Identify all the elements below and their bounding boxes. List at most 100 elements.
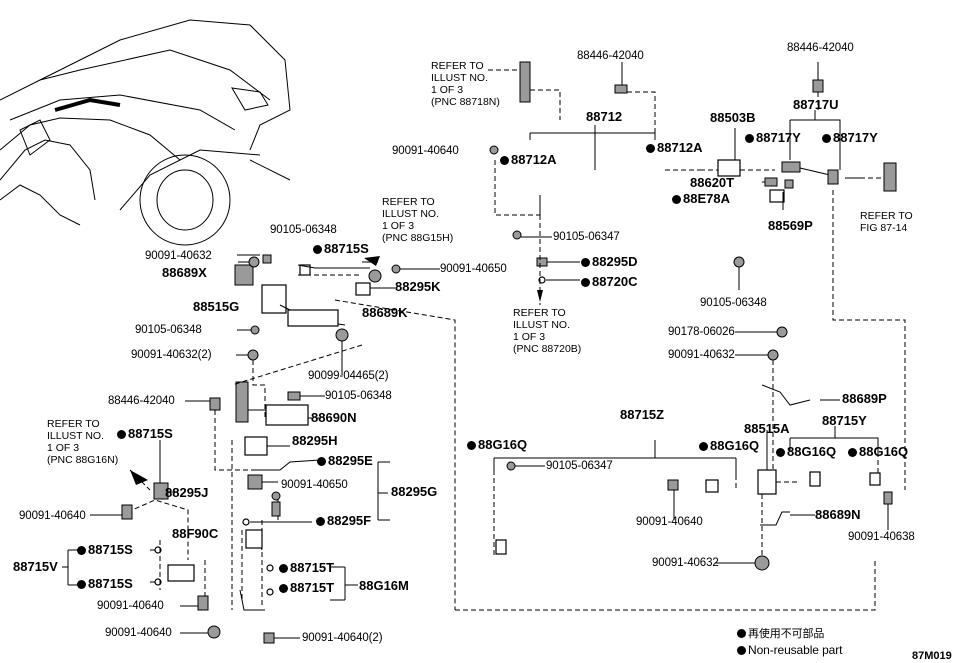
label-88295j: 88295J (165, 485, 209, 500)
label-text: 88715S (128, 426, 173, 441)
label-88689x: 88689X (162, 265, 207, 280)
label-90091-40640-d: 90091-40640 (636, 516, 703, 528)
label-text: 88295F (327, 513, 372, 528)
label-88295e: 88295E (317, 453, 373, 468)
non-reusable-dot (745, 134, 754, 143)
label-88515g: 88515G (193, 299, 240, 314)
label-text: 88715T (290, 560, 335, 575)
label-88712: 88712 (586, 109, 623, 124)
label-90091-40650-b: 90091-40650 (281, 479, 348, 491)
non-reusable-dot (737, 629, 746, 638)
label-88f90c: 88F90C (172, 526, 219, 541)
label-88503b: 88503B (710, 110, 756, 125)
label-88g16q-b: 88G16Q (699, 438, 760, 453)
label-text: 88720C (592, 274, 638, 289)
label-90091-40650-a: 90091-40650 (440, 263, 507, 275)
non-reusable-dot (776, 448, 785, 457)
label-88515a: 88515A (744, 421, 790, 436)
label-text: 88E78A (683, 191, 730, 206)
non-reusable-dot (317, 457, 326, 466)
label-88295f: 88295F (316, 513, 372, 528)
label-90091-40632-b: 90091-40632 (668, 349, 735, 361)
non-reusable-dot (646, 144, 655, 153)
label-88295d: 88295D (581, 255, 638, 268)
label-90105-06347-top: 90105-06347 (553, 231, 620, 243)
label-88g16q-d: 88G16Q (848, 444, 909, 459)
legend-jp-text: 再使用不可部品 (748, 628, 825, 640)
label-text: 88G16Q (859, 444, 909, 459)
label-90091-40632-2: 90091-40632(2) (131, 349, 212, 361)
label-88690n: 88690N (311, 410, 357, 425)
label-90091-40640-c: 90091-40640 (105, 627, 172, 639)
non-reusable-dot (699, 442, 708, 451)
label-90105-06348-right: 90105-06348 (700, 297, 767, 309)
label-88715s-d: 88715S (77, 577, 133, 590)
label-88712a-left: 88712A (500, 152, 557, 167)
label-90091-40640-left: 90091-40640 (19, 510, 86, 522)
non-reusable-dot (672, 195, 681, 204)
non-reusable-dot (822, 134, 831, 143)
label-text: 88715T (290, 580, 335, 595)
non-reusable-dot (279, 584, 288, 593)
label-88g16m: 88G16M (359, 578, 409, 593)
non-reusable-dot (77, 580, 86, 589)
label-88715v: 88715V (13, 559, 58, 574)
label-88715s-b: 88715S (117, 426, 173, 441)
label-88715t-a: 88715T (279, 560, 335, 575)
label-88446-42040-top: 88446-42040 (577, 50, 644, 62)
label-88g16q-c: 88G16Q (776, 444, 837, 459)
label-88720c: 88720C (581, 274, 638, 289)
label-88717y-right: 88717Y (822, 130, 878, 145)
non-reusable-dot (279, 564, 288, 573)
ref-fig-87-14: REFER TO FIG 87-14 (860, 210, 913, 234)
label-88689k: 88689K (362, 305, 408, 320)
ref-pnc-88g15h: REFER TO ILLUST NO. 1 OF 3 (PNC 88G15H) (382, 196, 454, 244)
non-reusable-dot (581, 278, 590, 287)
label-90105-06348-left: 90105-06348 (135, 324, 202, 336)
non-reusable-dot (581, 258, 590, 267)
non-reusable-dot (467, 441, 476, 450)
label-88295k: 88295K (395, 279, 441, 294)
car-illustration (0, 19, 291, 246)
label-88446-42040-right: 88446-42040 (787, 42, 854, 54)
label-88715t-b: 88715T (279, 580, 335, 595)
non-reusable-dot (737, 646, 746, 655)
legend-en: Non-reusable part (737, 644, 842, 656)
label-88e78a: 88E78A (672, 191, 730, 206)
label-90091-40632-c: 90091-40632 (652, 557, 719, 569)
label-88295h: 88295H (292, 433, 338, 448)
figure-code: 87M019 (912, 650, 952, 662)
label-88g16q-a: 88G16Q (467, 438, 527, 451)
non-reusable-dot (313, 245, 322, 254)
label-text: 88G16Q (710, 438, 760, 453)
label-90178-06026: 90178-06026 (668, 326, 735, 338)
label-text: 88295E (328, 453, 373, 468)
non-reusable-dot (500, 156, 509, 165)
label-88717u: 88717U (793, 97, 839, 112)
label-88715s-a: 88715S (313, 242, 369, 255)
label-90099-04465-2: 90099-04465(2) (308, 370, 389, 382)
ref-pnc-88718n: REFER TO ILLUST NO. 1 OF 3 (PNC 88718N) (431, 60, 500, 108)
label-text: 88717Y (833, 130, 878, 145)
non-reusable-dot (848, 448, 857, 457)
label-88689p: 88689P (842, 391, 887, 406)
label-88715z: 88715Z (620, 407, 665, 422)
label-text: 88712A (657, 140, 703, 155)
label-text: 88G16Q (787, 444, 837, 459)
label-90105-06348-upper: 90105-06348 (270, 224, 337, 236)
label-88295g: 88295G (391, 484, 438, 499)
label-88715y: 88715Y (822, 413, 867, 428)
label-text: 88712A (511, 152, 557, 167)
non-reusable-dot (117, 430, 126, 439)
label-88715s-c: 88715S (77, 543, 133, 556)
label-88446-42040-left: 88446-42040 (108, 395, 175, 407)
label-90091-40638: 90091-40638 (848, 531, 915, 543)
label-90091-40640-top: 90091-40640 (392, 145, 459, 157)
legend-en-text: Non-reusable part (748, 643, 843, 657)
legend-jp: 再使用不可部品 (737, 628, 824, 640)
ref-pnc-88g16n: REFER TO ILLUST NO. 1 OF 3 (PNC 88G16N) (47, 418, 119, 466)
label-88620t: 88620T (690, 175, 735, 190)
label-88569p: 88569P (768, 218, 813, 233)
